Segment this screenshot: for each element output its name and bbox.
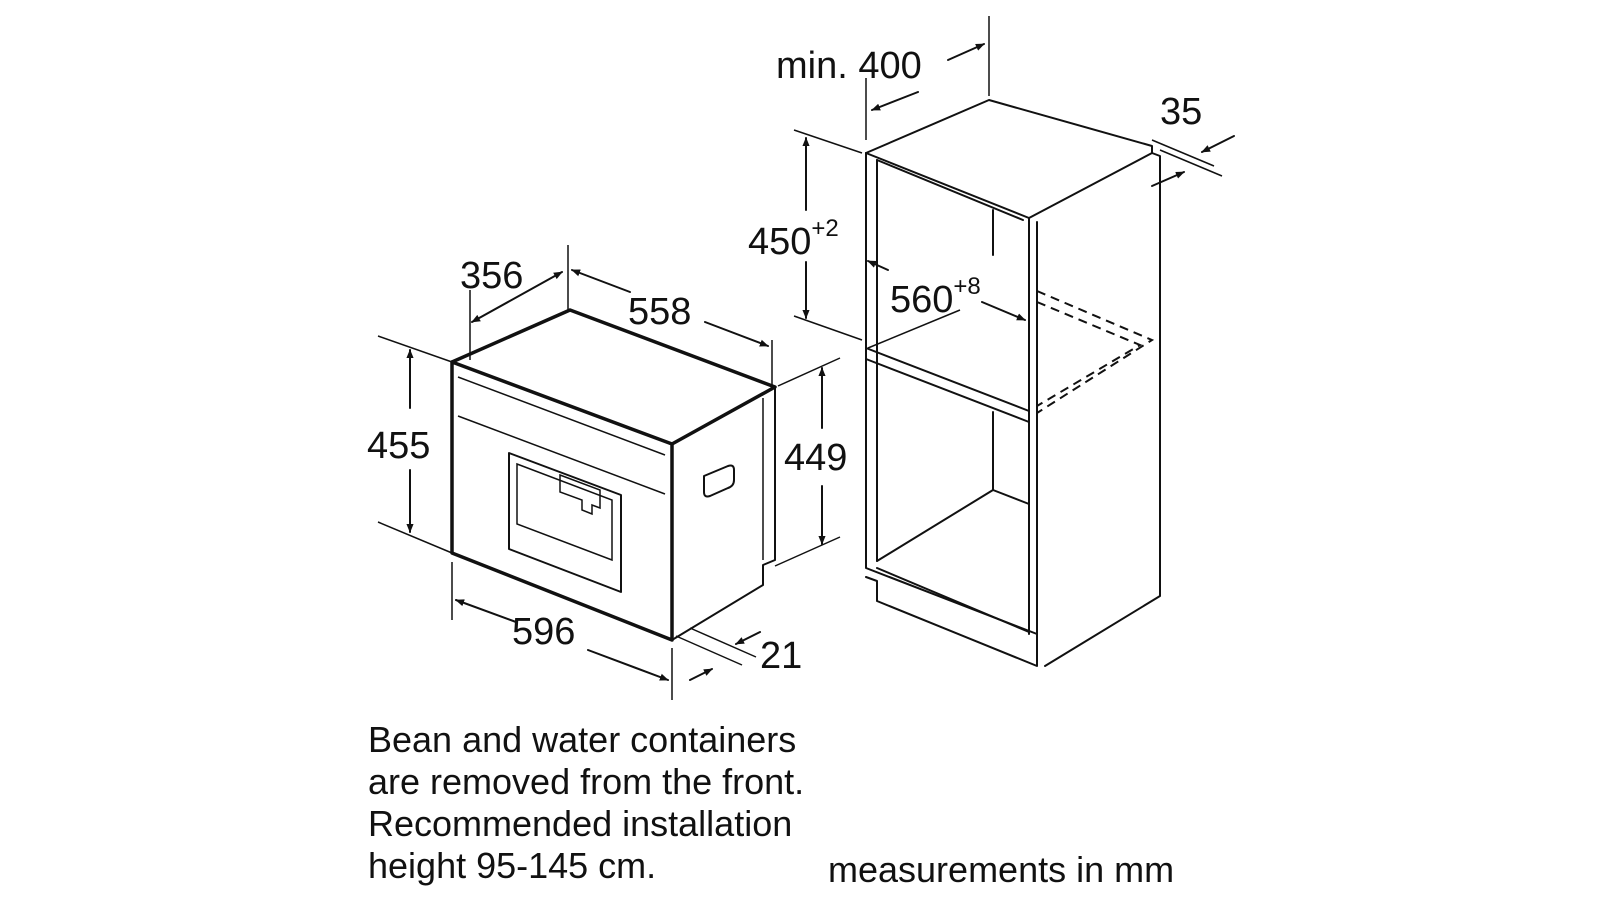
note-line-1: Bean and water containers <box>368 719 796 760</box>
label-450-tolerance: +2 <box>811 215 838 242</box>
cabinet-dimensions <box>793 16 1235 349</box>
note-line-2: are removed from the front. <box>368 761 804 802</box>
label-560: 560+8 <box>890 273 981 321</box>
shelf-depth-dashed <box>1036 290 1155 414</box>
cabinet-drawing <box>865 99 1161 667</box>
label-min-400: min. 400 <box>776 45 922 87</box>
appliance-drawing <box>450 308 777 642</box>
appliance-dimensions <box>377 245 841 700</box>
label-558: 558 <box>628 291 691 333</box>
note-line-4: height 95-145 cm. <box>368 845 656 886</box>
side-handle-recess <box>703 464 735 498</box>
appliance-side-outline <box>671 386 776 641</box>
label-560-tolerance: +8 <box>953 273 980 300</box>
label-356: 356 <box>460 255 523 297</box>
label-560-value: 560 <box>890 279 953 321</box>
coffee-outlet-recess <box>508 452 622 593</box>
appliance-front-outline <box>450 360 674 642</box>
note-line-3: Recommended installation <box>368 803 792 844</box>
label-449: 449 <box>784 437 847 479</box>
cabinet-outline <box>865 152 1038 667</box>
label-455: 455 <box>367 425 430 467</box>
units-note: measurements in mm <box>828 849 1174 890</box>
label-450: 450+2 <box>748 215 839 263</box>
label-21: 21 <box>760 635 802 677</box>
appliance-top-outline <box>451 308 777 446</box>
label-596: 596 <box>512 611 575 653</box>
label-450-value: 450 <box>748 221 811 263</box>
label-35: 35 <box>1160 91 1202 133</box>
